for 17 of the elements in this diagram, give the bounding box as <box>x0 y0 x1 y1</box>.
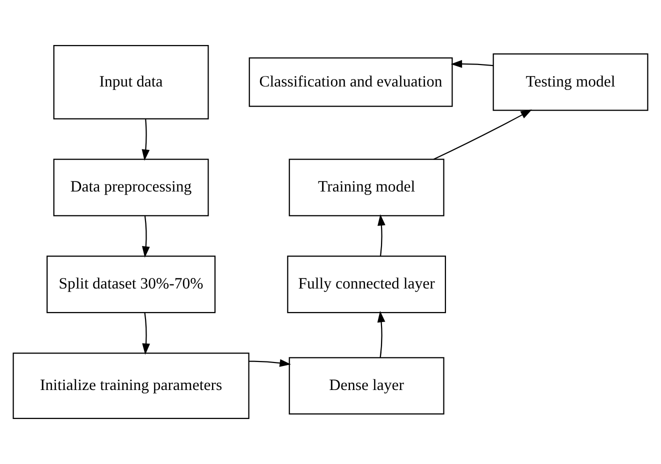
node-box: Testing model <box>492 53 648 111</box>
arrow <box>433 110 532 160</box>
node-box: Data preprocessing <box>53 158 209 216</box>
node-box: Dense layer <box>288 357 444 415</box>
arrow <box>142 119 150 161</box>
node-box: Training model <box>288 158 444 216</box>
arrow <box>142 216 150 258</box>
node-box: Split dataset 30%-70% <box>46 256 216 314</box>
arrow <box>377 310 386 358</box>
node-box: Input data <box>53 44 209 120</box>
node-box: Initialize training parameters <box>12 352 250 420</box>
arrow <box>450 60 494 68</box>
node-box: Classification and evaluation <box>248 57 453 107</box>
arrow <box>142 312 150 355</box>
arrow <box>378 214 386 256</box>
arrow <box>248 359 291 367</box>
node-box: Fully connected layer <box>287 256 446 314</box>
